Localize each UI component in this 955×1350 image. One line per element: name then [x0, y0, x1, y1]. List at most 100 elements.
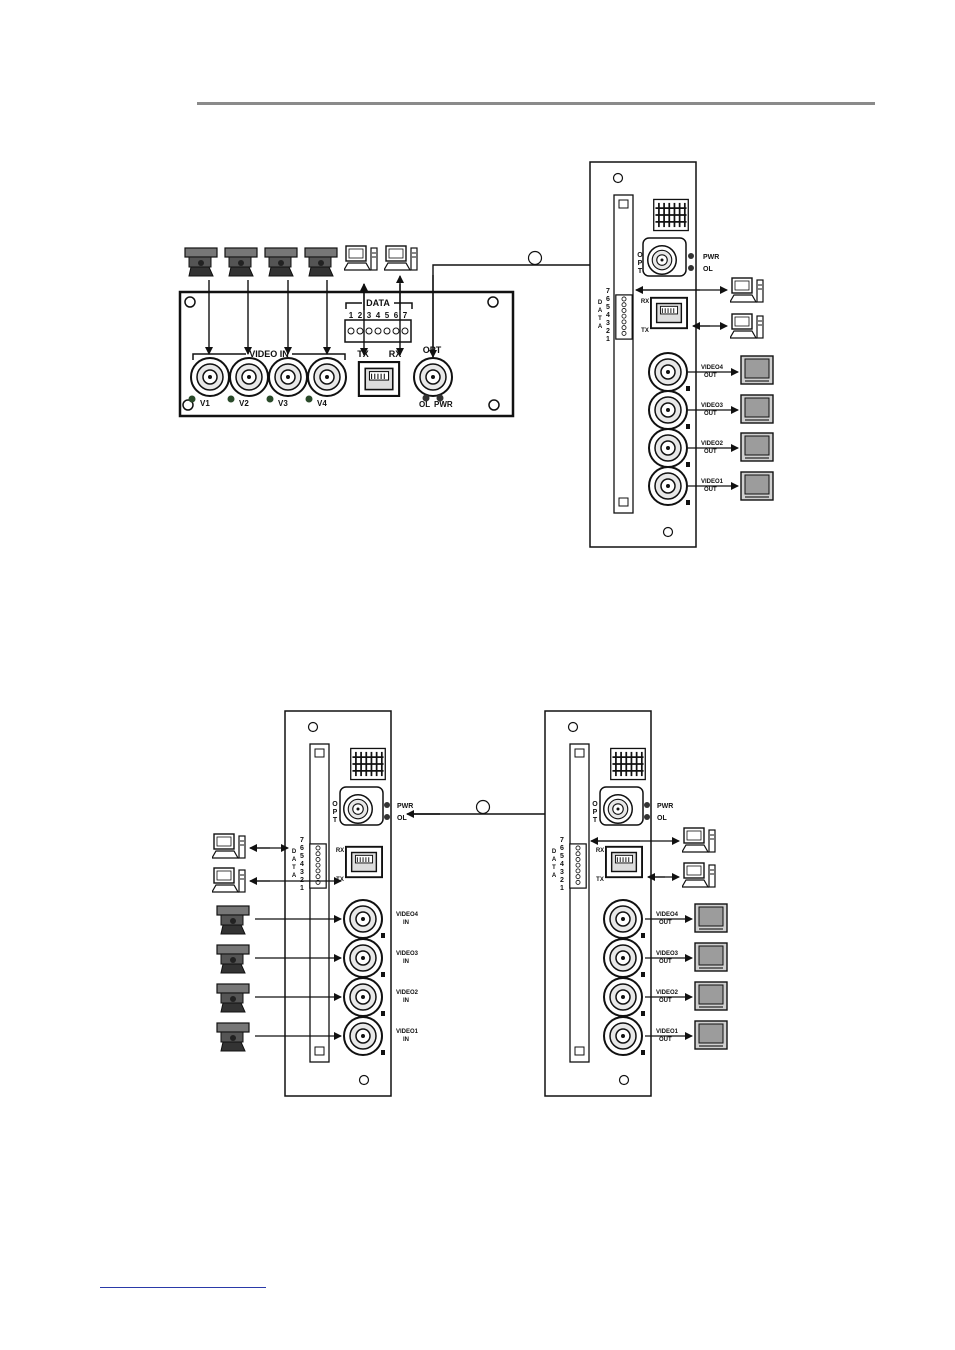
pin-number: 2 — [606, 328, 610, 335]
output-label: VIDEO1 — [701, 479, 724, 485]
channel-label-v1: V1 — [200, 399, 210, 408]
data-letter: D — [292, 849, 297, 855]
led-v4 — [305, 395, 313, 403]
pin-number: 1 — [606, 336, 610, 343]
input-label: VIDEO4 — [396, 912, 419, 918]
monitor-icon — [694, 981, 728, 1011]
monitor-icon — [694, 942, 728, 972]
opt-letter: P — [593, 809, 598, 816]
rj45-port — [605, 845, 643, 879]
fiber-marker — [475, 799, 491, 815]
output-suffix: OUT — [704, 411, 717, 417]
computer-icon — [682, 862, 716, 888]
fiber-marker — [527, 250, 543, 266]
video-out-2-connector — [603, 977, 643, 1017]
data-pin-4: 4 — [376, 311, 381, 320]
fan-icon — [652, 198, 690, 232]
output-suffix: OUT — [704, 449, 717, 455]
tx-label: TX — [357, 349, 369, 359]
ol-label: OL — [703, 266, 713, 273]
optical-connector — [647, 245, 677, 275]
opt-letter: T — [593, 817, 598, 824]
optical-connector — [603, 794, 633, 824]
pin-number: 4 — [606, 312, 610, 319]
input-suffix: IN — [403, 920, 409, 926]
pwr-label: PWR — [434, 400, 453, 409]
output-suffix: OUT — [659, 1037, 672, 1043]
channel-label-v3: V3 — [278, 399, 288, 408]
ol-label: OL — [419, 400, 430, 409]
optical-connector — [413, 357, 453, 397]
data-letter: T — [598, 316, 602, 322]
optical-connector — [343, 794, 373, 824]
data-letter: T — [292, 865, 296, 871]
camera-icon — [216, 983, 250, 1013]
data-label: DATA — [366, 298, 390, 308]
camera-icon — [264, 247, 298, 277]
pin-number: 6 — [300, 845, 304, 852]
output-suffix: OUT — [704, 487, 717, 493]
pin-number: 3 — [606, 320, 610, 327]
video-out-3-connector — [603, 938, 643, 978]
opt-letter: P — [333, 809, 338, 816]
opt-letter: O — [332, 801, 338, 808]
footer-link-underline[interactable] — [100, 1286, 266, 1288]
video-in-3-connector — [343, 938, 383, 978]
led-pwr — [384, 802, 390, 808]
output-suffix: OUT — [659, 959, 672, 965]
transmitter-unit: VIDEO IN V1 V2 V3 V4 DATA 1 2 3 4 — [178, 290, 515, 418]
pwr-label: PWR — [703, 254, 719, 261]
pin-number: 5 — [300, 853, 304, 860]
pin-number: 6 — [560, 845, 564, 852]
diagram-1: VIDEO IN V1 V2 V3 V4 DATA 1 2 3 4 — [178, 161, 774, 548]
data-letter: D — [598, 300, 603, 306]
output-label: VIDEO2 — [656, 990, 679, 996]
input-suffix: IN — [403, 1037, 409, 1043]
fan-icon — [349, 747, 387, 781]
video-out-4-connector — [648, 352, 688, 392]
computer-icon — [212, 833, 246, 859]
video-out-1-connector — [648, 466, 688, 506]
data-pin-6: 6 — [394, 311, 399, 320]
opt-label: OPT — [423, 345, 442, 355]
led-pwr — [436, 394, 444, 402]
output-label: VIDEO2 — [701, 441, 724, 447]
computer-icon — [682, 827, 716, 853]
pin-number: 3 — [300, 869, 304, 876]
opt-letter: T — [333, 817, 338, 824]
fan-icon — [609, 747, 647, 781]
rx-label: RX — [596, 848, 604, 854]
camera-icon — [184, 247, 218, 277]
data-letter: A — [598, 324, 603, 330]
transmitter-card: O P T PWR OL 7 6 5 4 3 2 1 D A T A RX TX — [284, 710, 419, 1097]
receiver-card: O P T PWR OL 7 6 5 4 3 2 1 D A T A RX — [589, 161, 724, 548]
video-in-4-connector — [343, 899, 383, 939]
rx-label: RX — [641, 299, 649, 305]
pin-number: 5 — [606, 304, 610, 311]
data-terminal-block — [569, 843, 587, 889]
rj45-port — [650, 296, 688, 330]
monitor-icon — [694, 903, 728, 933]
computer-icon — [730, 277, 764, 303]
output-suffix: OUT — [704, 373, 717, 379]
monitor-icon — [694, 1020, 728, 1050]
ol-label: OL — [397, 815, 407, 822]
video-in-2-connector — [229, 357, 269, 397]
pwr-label: PWR — [657, 803, 673, 810]
led-ol — [384, 814, 390, 820]
data-pin-1: 1 — [349, 311, 354, 320]
opt-letter: T — [638, 268, 643, 275]
led-ol — [422, 394, 430, 402]
led-v2 — [227, 395, 235, 403]
computer-icon — [384, 245, 418, 271]
ol-label: OL — [657, 815, 667, 822]
pin-number: 5 — [560, 853, 564, 860]
output-label: VIDEO1 — [656, 1029, 679, 1035]
output-label: VIDEO4 — [656, 912, 679, 918]
led-ol — [644, 814, 650, 820]
diagram-2: O P T PWR OL 7 6 5 4 3 2 1 D A T A RX TX — [212, 710, 728, 1097]
camera-icon — [216, 944, 250, 974]
output-suffix: OUT — [659, 920, 672, 926]
rx-label: RX — [336, 848, 344, 854]
